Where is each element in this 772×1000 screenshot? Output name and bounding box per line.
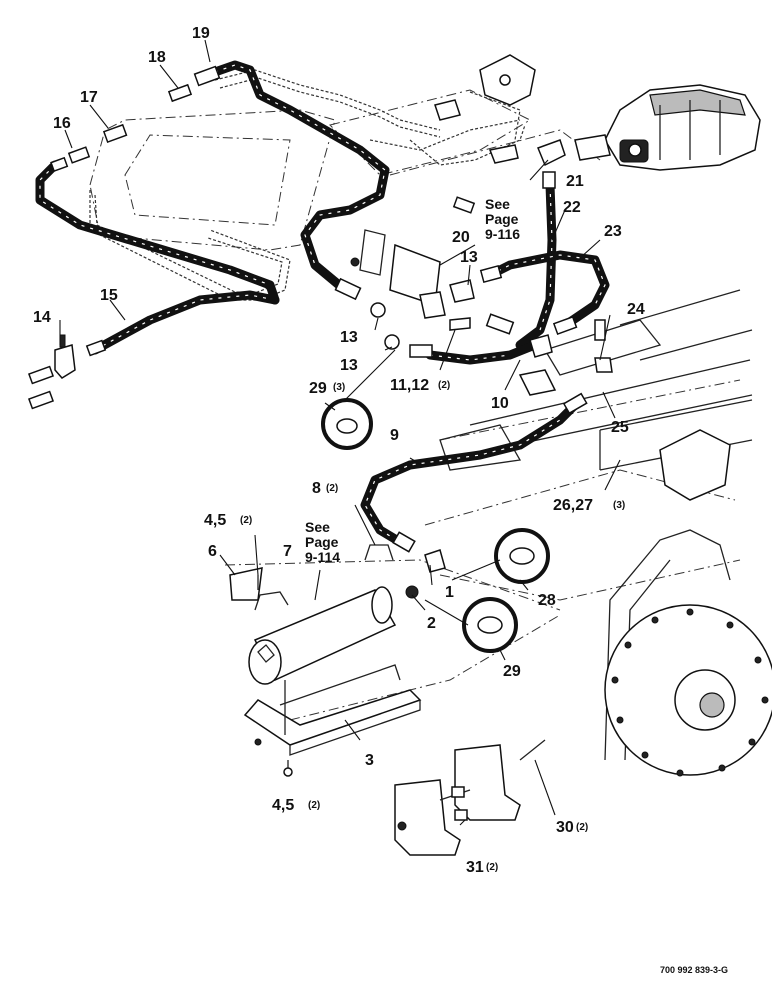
hose-9 [360,397,583,550]
callout-3: 3 [365,752,374,769]
o-ring-detail-28 [494,528,550,584]
callout-31: 31 [466,859,484,876]
ref-9-116-line2: Page [485,211,519,227]
leader-lines [59,39,621,826]
callout-14: 14 [33,309,51,326]
callout-29-upper: 29 [309,380,327,397]
hose-15 [90,290,280,355]
callout-9: 9 [390,427,399,444]
callout-22: 22 [563,199,581,216]
hose-10 [425,340,540,365]
phantom-outlines [89,89,741,721]
callout-19: 19 [192,25,210,42]
qty-29-upper: (3) [333,382,345,393]
callout-20: 20 [452,229,470,246]
callout-30: 30 [556,819,574,836]
qty-11-12: (2) [438,380,450,391]
qty-4-5-upper: (2) [240,515,252,526]
ref-9-116-line1: See [485,196,510,212]
hose-23 [485,250,610,327]
callout-8: 8 [312,480,321,497]
ref-9-116-line3: 9-116 [485,226,520,242]
callout-21: 21 [566,173,584,190]
filter-assembly-7 [229,544,422,777]
callout-1: 1 [445,584,454,601]
callout-23: 23 [604,223,622,240]
o-ring-detail-29-upper [321,398,373,450]
qty-30: (2) [576,822,588,833]
qty-31: (2) [486,862,498,873]
callout-6: 6 [208,543,217,560]
callout-18: 18 [148,49,166,66]
callout-25: 25 [611,419,629,436]
qty-4-5-lower: (2) [308,800,320,811]
callout-10: 10 [491,395,509,412]
callout-labels: 14 15 16 17 18 19 20 21 22 23 13 13 13 2… [33,25,645,876]
ref-9-114-line3: 9-114 [305,549,340,565]
callout-29-lower: 29 [503,663,521,680]
callout-2: 2 [427,615,436,632]
figure-id: 700 992 839-3-G [660,965,728,975]
callout-4-5-upper: 4,5 [204,512,226,529]
fittings [27,65,613,599]
callout-13-mid: 13 [340,329,358,346]
qty-26-27: (3) [613,500,625,511]
callout-26-27: 26,27 [553,497,593,514]
ref-9-114-line1: See [305,519,330,535]
ref-9-114-line2: Page [305,534,339,550]
callout-16: 16 [53,115,71,132]
wheel-hub-assembly [604,429,772,777]
bearing-blocks [394,739,546,856]
callout-28: 28 [538,592,556,609]
hose-16-long [35,160,280,305]
page-reference-9-114: See Page 9-114 [305,519,340,565]
bracket-20 [350,229,446,319]
callout-24: 24 [627,301,645,318]
pump-motor-assembly [574,84,761,171]
callout-11-12: 11,12 [390,377,429,394]
callout-13-top: 13 [460,249,478,266]
valve-block [434,54,536,164]
page-reference-9-116: See Page 9-116 [485,196,520,242]
o-ring-detail-29-lower [462,597,518,653]
hub-bolts [611,608,769,777]
callout-15: 15 [100,287,118,304]
callout-13-low: 13 [340,357,358,374]
callout-7: 7 [283,543,292,560]
callout-4-5-lower: 4,5 [272,797,294,814]
hose-19 [210,60,390,295]
hose-22 [515,180,557,350]
callout-17: 17 [80,89,98,106]
qty-8: (2) [326,483,338,494]
